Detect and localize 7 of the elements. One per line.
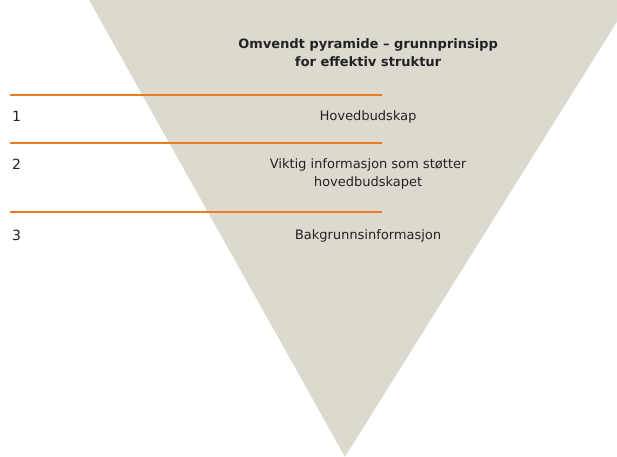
level-number: 1 (12, 108, 21, 126)
level-text: Hovedbudskap (318, 108, 418, 126)
level-text: Viktig informasjon som støtter hovedbudskapet (268, 156, 468, 192)
diagram-title: Omvendt pyramide – grunnprinsipp for effektiv struktur (238, 36, 498, 72)
level-number: 3 (12, 227, 21, 245)
level-number: 2 (12, 156, 21, 174)
level-text: Bakgrunnsinformasjon (294, 227, 442, 245)
